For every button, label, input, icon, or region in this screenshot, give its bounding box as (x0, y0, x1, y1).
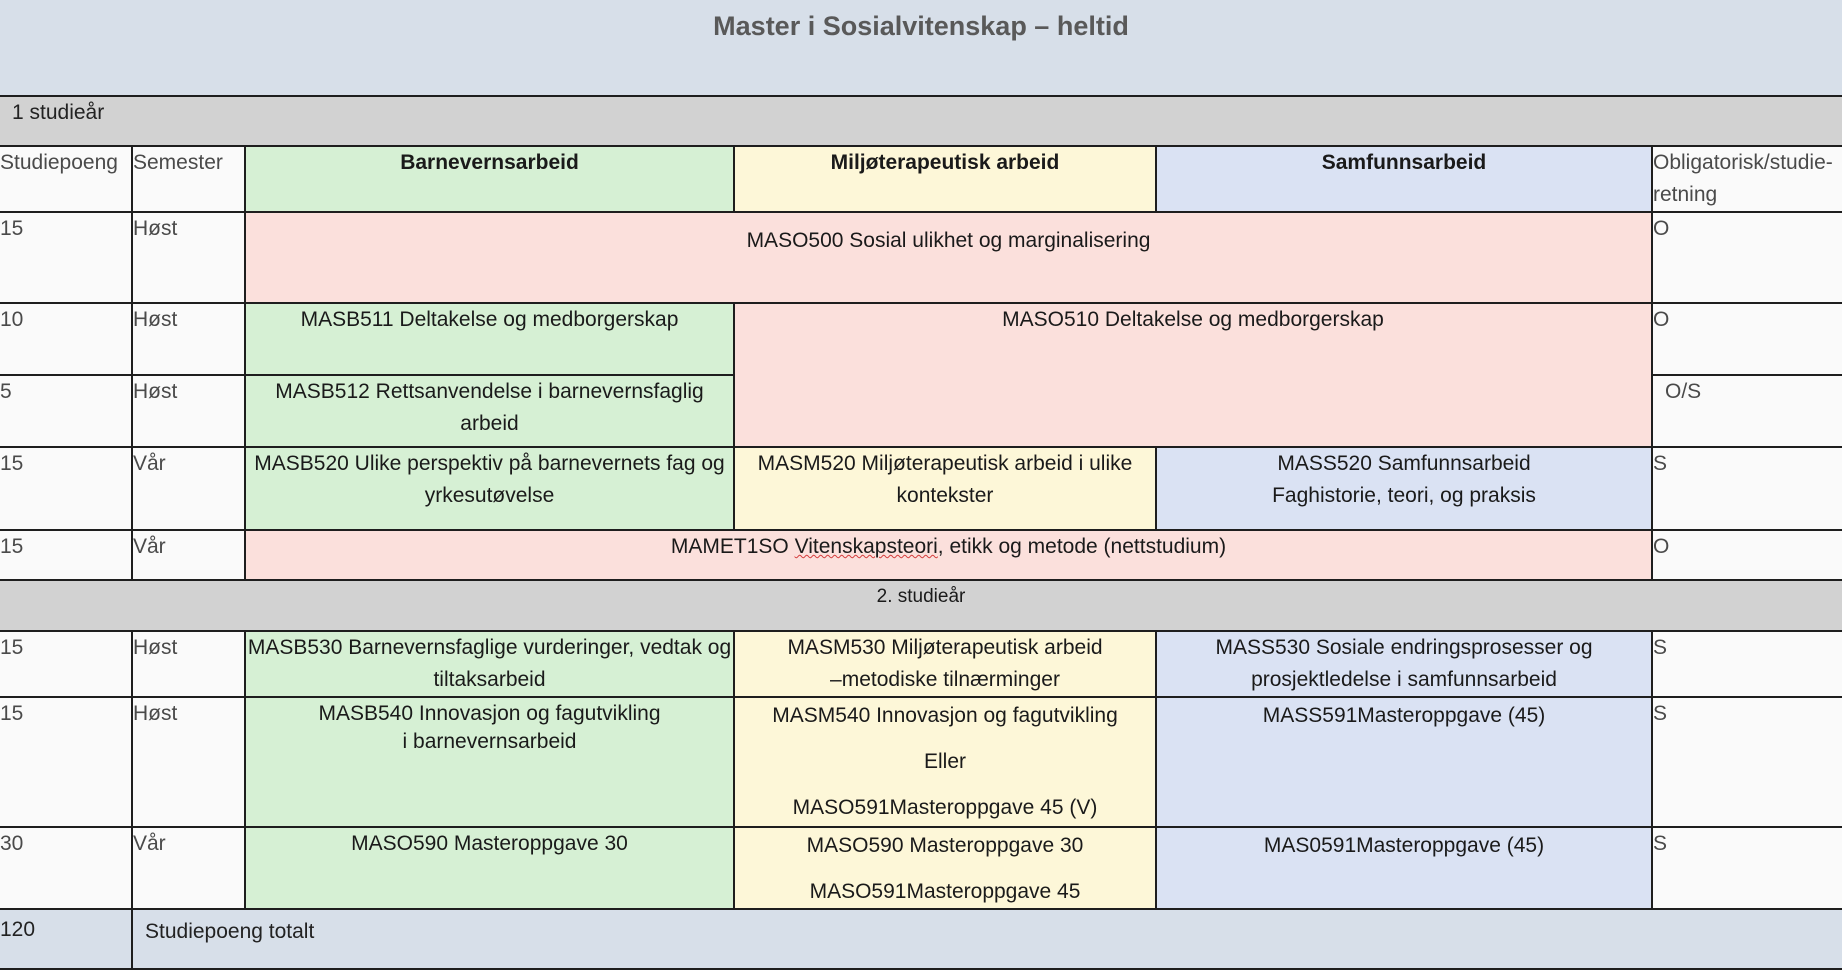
year2-row: 2. studieår (0, 579, 1842, 632)
obligatory-cell: O/S (1650, 374, 1842, 448)
course-line: i barnevernsarbeid (402, 730, 577, 753)
header-obligatory: Obligatorisk/studie-retning (1650, 145, 1842, 213)
table-row: 15 Høst MASO500 Sosial ulikhet og margin… (0, 211, 1842, 304)
total-credits: 120 (0, 908, 133, 970)
table-row: 5 Høst MASB512 Rettsanvendelse i barneve… (0, 374, 1842, 448)
course-cell: MASO590 Masteroppgave 30 MASO591Masterop… (733, 826, 1157, 910)
table-row: 15 Høst MASB540 Innovasjon og fagutvikli… (0, 696, 1842, 828)
course-line: MASS520 Samfunnsarbeid (1277, 452, 1531, 475)
header-semester: Semester (131, 145, 246, 213)
obligatory-cell: O (1650, 302, 1842, 376)
credits-cell: 30 (0, 826, 133, 910)
course-cell: MASM520 Miljøterapeutisk arbeid i ulike … (733, 446, 1157, 531)
obligatory-cell: S (1650, 630, 1842, 698)
course-line: MASM540 Innovasjon og fagutvikling (772, 704, 1118, 727)
semester-cell: Høst (131, 696, 246, 828)
year1-row: 1 studieår (0, 95, 1842, 147)
course-cell: MASB520 Ulike perspektiv på barnevernets… (244, 446, 735, 531)
semester-cell: Høst (131, 211, 246, 304)
header-samfunn: Samfunnsarbeid (1155, 145, 1653, 213)
page-title: Master i Sosialvitenskap – heltid (713, 11, 1129, 41)
semester-cell: Høst (131, 302, 246, 376)
total-label: Studiepoeng totalt (130, 908, 1842, 970)
course-cell: MASO590 Masteroppgave 30 (244, 826, 735, 910)
semester-cell: Vår (131, 529, 246, 581)
credits-cell: 5 (0, 374, 133, 448)
obligatory-cell: S (1650, 826, 1842, 910)
credits-cell: 10 (0, 302, 133, 376)
course-code: MAMET1SO (670, 535, 789, 558)
header-credits: Studiepoeng (0, 145, 133, 213)
course-cell: MASM530 Miljøterapeutisk arbeid –metodis… (733, 630, 1157, 698)
credits-cell: 15 (0, 529, 133, 581)
credits-cell: 15 (0, 211, 133, 304)
semester-cell: Vår (131, 446, 246, 531)
semester-cell: Vår (131, 826, 246, 910)
course-cell: MASB540 Innovasjon og fagutvikling i bar… (244, 696, 735, 828)
table-row: 15 Vår MAMET1SO Vitenskapsteori, etikk o… (0, 529, 1842, 581)
credits-cell: 15 (0, 446, 133, 531)
header-row: Studiepoeng Semester Barnevernsarbeid Mi… (0, 145, 1842, 213)
course-cell: MAMET1SO Vitenskapsteori, etikk og metod… (244, 529, 1653, 581)
course-line: MASO591Masteroppgave 45 (V) (792, 796, 1098, 819)
course-cell: MASB512 Rettsanvendelse i barnevernsfagl… (244, 374, 735, 448)
semester-cell: Høst (131, 630, 246, 698)
course-line: Eller (923, 750, 966, 773)
course-title-rest: , etikk og metode (nettstudium) (937, 535, 1227, 558)
credits-cell: 15 (0, 630, 133, 698)
semester-cell: Høst (131, 374, 246, 448)
course-cell: MAS0591Masteroppgave (45) (1155, 826, 1653, 910)
table-row: 30 Vår MASO590 Masteroppgave 30 MASO590 … (0, 826, 1842, 910)
course-line: MASO590 Masteroppgave 30 (806, 834, 1084, 857)
study-plan-table: 1 studieår Studiepoeng Semester Barnever… (0, 95, 1842, 970)
course-cell: MASS520 Samfunnsarbeid Faghistorie, teor… (1155, 446, 1653, 531)
course-line: Faghistorie, teori, og praksis (1272, 484, 1536, 507)
course-line: MASM530 Miljøterapeutisk arbeid (787, 636, 1103, 659)
total-row: 120 Studiepoeng totalt (0, 908, 1842, 970)
course-cell: MASB530 Barnevernsfaglige vurderinger, v… (244, 630, 735, 698)
course-cell: MASB511 Deltakelse og medborgerskap (244, 302, 735, 376)
obligatory-cell: S (1650, 446, 1842, 531)
year1-label: 1 studieår (0, 95, 1842, 147)
course-line: –metodiske tilnærminger (830, 668, 1060, 691)
obligatory-cell: O (1650, 529, 1842, 581)
course-line: MASO591Masteroppgave 45 (809, 880, 1081, 903)
course-line: MASB540 Innovasjon og fagutvikling (318, 702, 661, 725)
course-cell: MASO500 Sosial ulikhet og marginaliserin… (244, 211, 1653, 304)
course-cell: MASS530 Sosiale endringsprosesser og pro… (1155, 630, 1653, 698)
header-miljo: Miljøterapeutisk arbeid (733, 145, 1157, 213)
year2-label: 2. studieår (0, 579, 1842, 632)
course-cell: MASM540 Innovasjon og fagutvikling Eller… (733, 696, 1157, 828)
obligatory-cell: O (1650, 211, 1842, 304)
course-cell-merged: MASO510 Deltakelse og medborgerskap (733, 302, 1653, 448)
table-row: 15 Vår MASB520 Ulike perspektiv på barne… (0, 446, 1842, 531)
spellcheck-word: Vitenskapsteori (794, 535, 938, 558)
table-row: 15 Høst MASB530 Barnevernsfaglige vurder… (0, 630, 1842, 698)
header-barnevern: Barnevernsarbeid (244, 145, 735, 213)
credits-cell: 15 (0, 696, 133, 828)
table-row: 10 Høst MASB511 Deltakelse og medborgers… (0, 302, 1842, 448)
obligatory-cell: S (1650, 696, 1842, 828)
course-cell: MASS591Masteroppgave (45) (1155, 696, 1653, 828)
